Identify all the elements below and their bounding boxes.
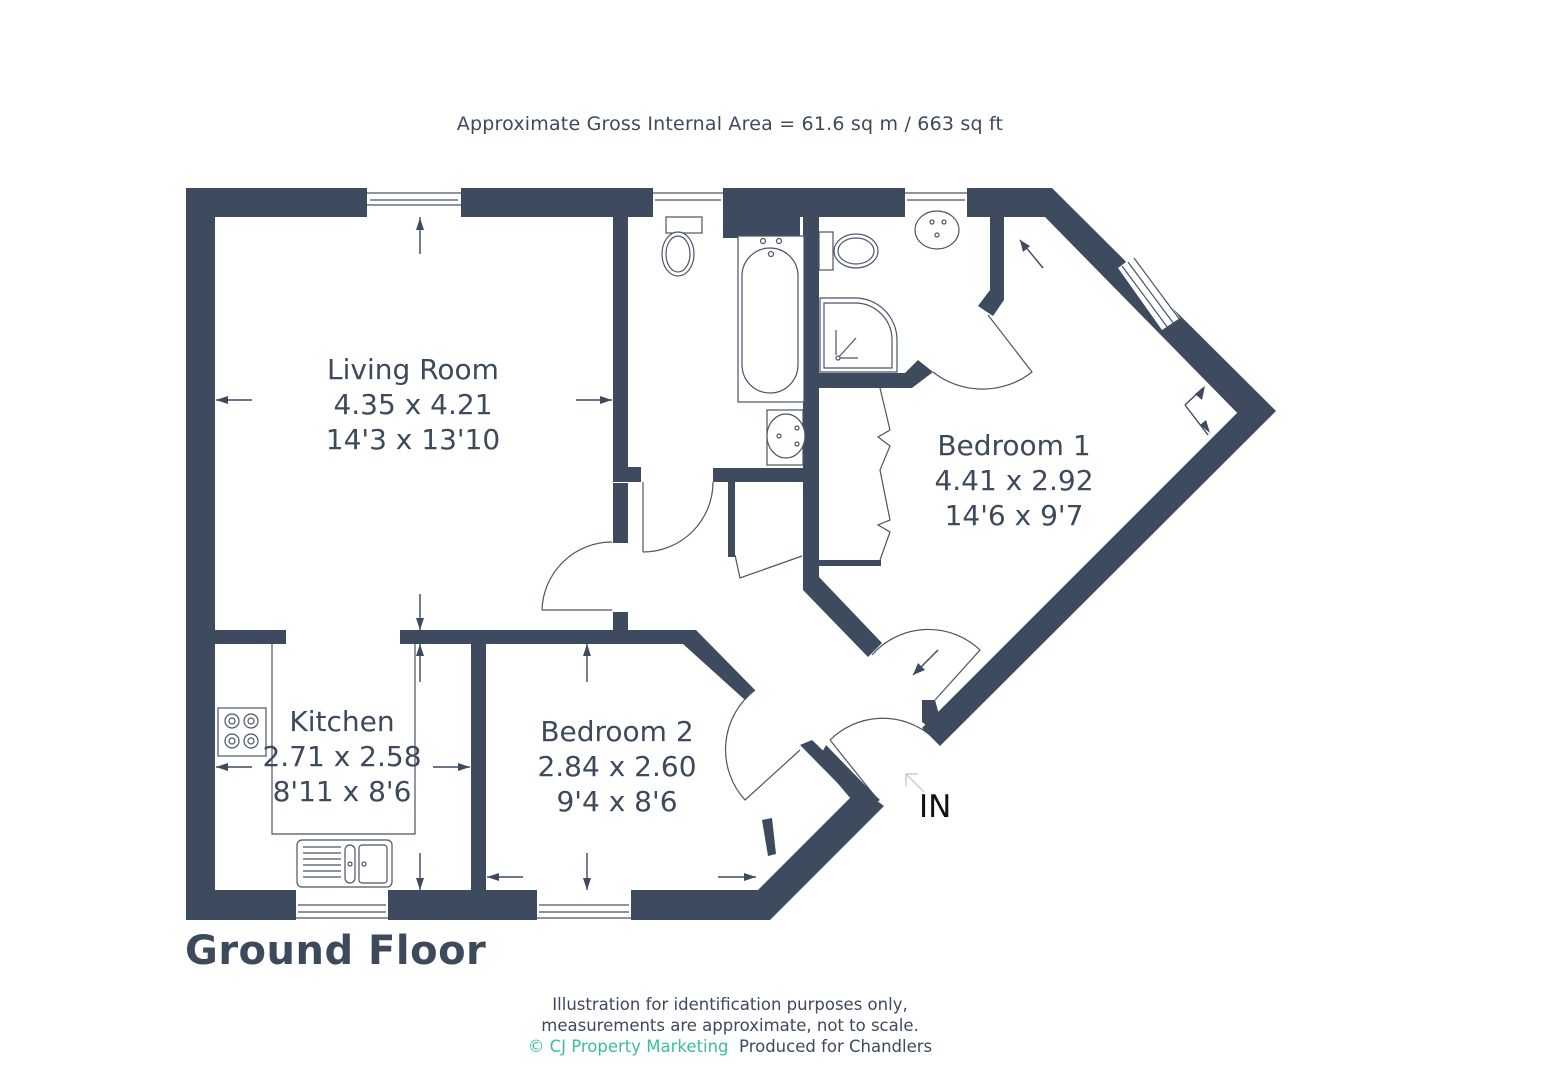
room-bedroom-2: Bedroom 2 2.84 x 2.60 9'4 x 8'6 — [537, 714, 696, 819]
room-name: Bedroom 1 — [937, 429, 1091, 462]
room-name: Living Room — [327, 353, 499, 386]
room-bedroom-1: Bedroom 1 4.41 x 2.92 14'6 x 9'7 — [934, 428, 1093, 533]
dimension-arrows — [216, 217, 1210, 890]
produced-for: Produced for Chandlers — [739, 1037, 933, 1056]
room-imperial: 9'4 x 8'6 — [556, 785, 678, 818]
brand-credit: © CJ Property Marketing — [527, 1037, 729, 1056]
windows — [296, 188, 1181, 920]
disclaimer-footer: Illustration for identification purposes… — [0, 994, 1460, 1057]
gross-internal-area: Approximate Gross Internal Area = 61.6 s… — [456, 113, 1004, 135]
room-kitchen: Kitchen 2.71 x 2.58 8'11 x 8'6 — [262, 704, 421, 809]
room-living-room: Living Room 4.35 x 4.21 14'3 x 13'10 — [326, 352, 500, 457]
room-name: Kitchen — [289, 705, 395, 738]
disclaimer-line-1: Illustration for identification purposes… — [552, 995, 908, 1014]
bathroom-fixtures — [661, 210, 960, 466]
room-imperial: 8'11 x 8'6 — [272, 775, 412, 808]
interior-walls — [215, 188, 1004, 890]
doors — [541, 314, 1033, 801]
room-imperial: 14'3 x 13'10 — [325, 423, 501, 456]
disclaimer-line-2: measurements are approximate, not to sca… — [541, 1016, 919, 1035]
room-metric: 4.35 x 4.21 — [333, 388, 493, 421]
floor-name: Ground Floor — [185, 928, 487, 974]
entrance-label: IN — [919, 789, 952, 825]
room-metric: 2.84 x 2.60 — [537, 750, 697, 783]
room-metric: 4.41 x 2.92 — [934, 464, 1094, 497]
kitchen-fixtures — [217, 644, 416, 888]
room-metric: 2.71 x 2.58 — [262, 740, 422, 773]
room-name: Bedroom 2 — [540, 715, 694, 748]
room-imperial: 14'6 x 9'7 — [944, 499, 1084, 532]
credits-line: © CJ Property Marketing Produced for Cha… — [0, 1036, 1460, 1057]
entrance-arrow-icon — [905, 773, 925, 793]
